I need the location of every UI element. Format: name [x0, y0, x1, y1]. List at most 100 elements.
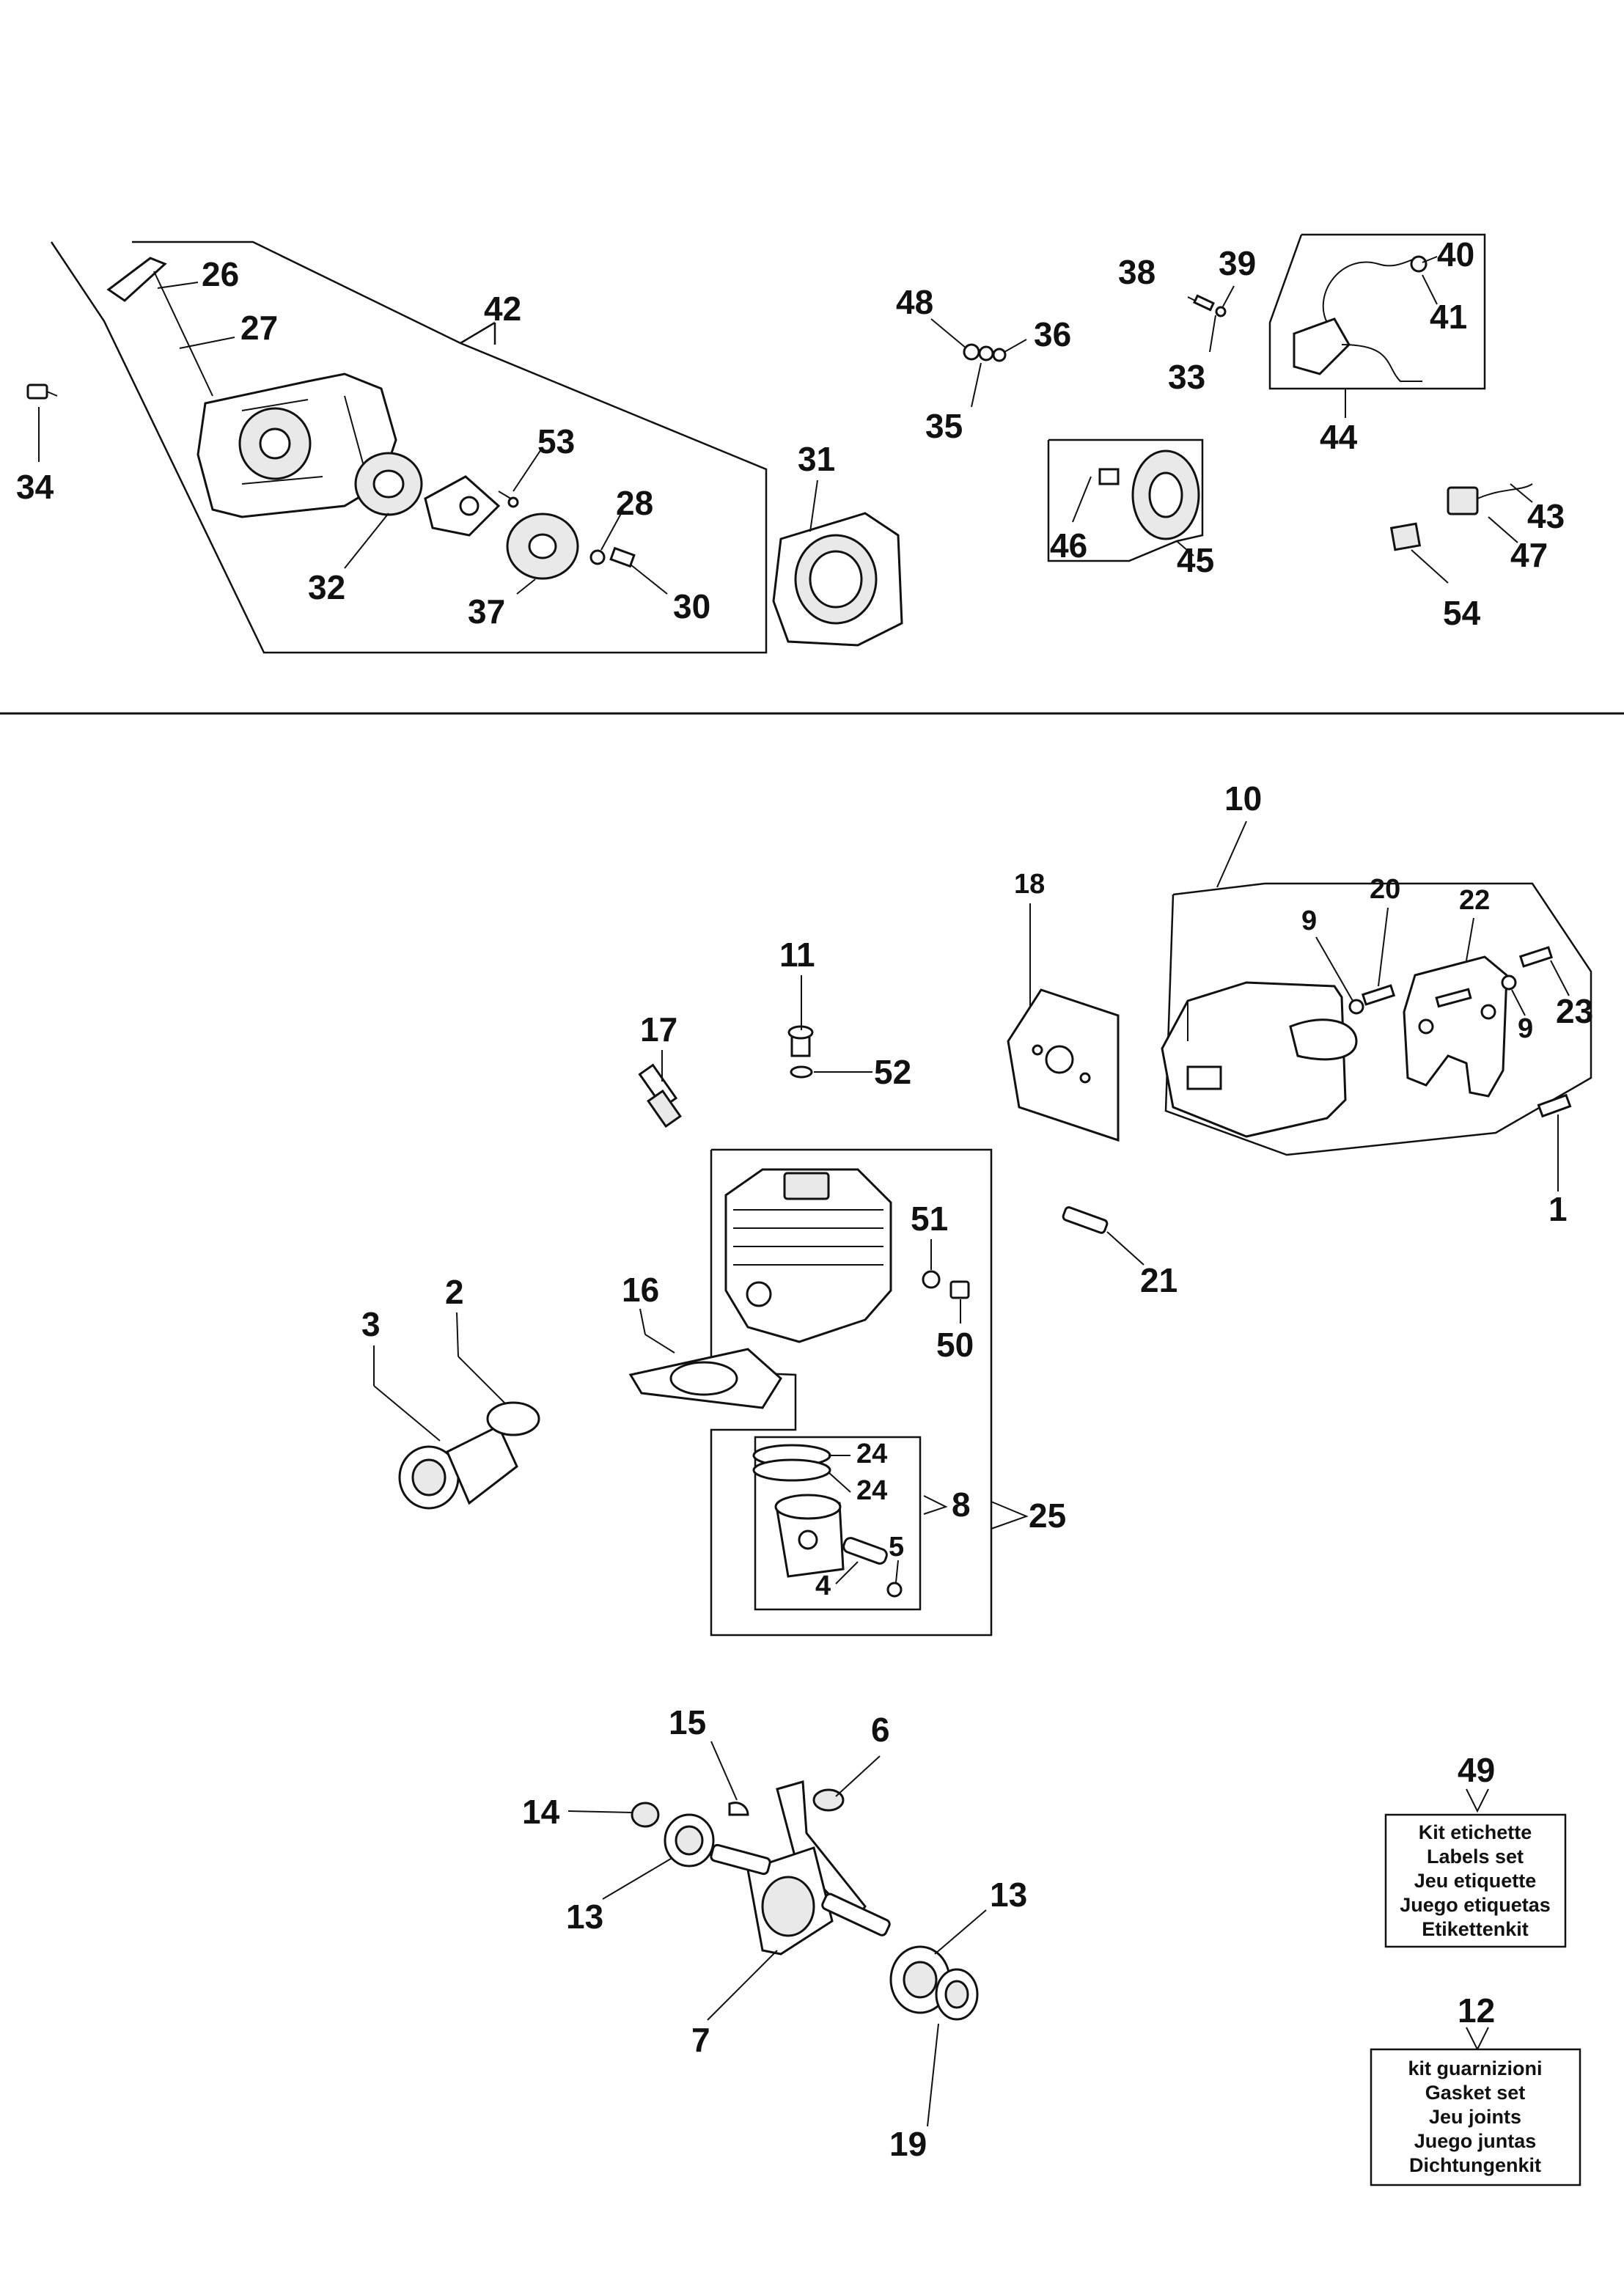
callout-12: 12	[1458, 1991, 1495, 2030]
oil-seal-14	[631, 1802, 660, 1828]
muffler-group-outline	[1164, 882, 1592, 1156]
washer-9-right	[1501, 974, 1517, 991]
leader-31	[809, 480, 818, 532]
leader-41	[1422, 274, 1438, 305]
leader-53	[512, 447, 543, 492]
callout-48: 48	[896, 283, 933, 321]
callout-34: 34	[16, 468, 54, 506]
leader-15	[710, 1741, 738, 1801]
cylinder-gasket	[628, 1348, 782, 1409]
muffler-plate	[1403, 955, 1508, 1098]
leader-47	[1488, 516, 1518, 543]
callout-54: 54	[1443, 594, 1481, 632]
spark-plug	[638, 1063, 682, 1128]
recoil-spring	[354, 452, 501, 537]
intake-manifold	[398, 1424, 518, 1510]
gasket-set-line-2: Gasket set	[1425, 2082, 1526, 2104]
callout-6: 6	[871, 1711, 890, 1749]
leader-21	[1106, 1231, 1144, 1266]
leader-3b	[373, 1385, 441, 1442]
leader-9-right	[1511, 989, 1526, 1016]
callout-15: 15	[669, 1703, 706, 1741]
callout-49: 49	[1458, 1751, 1495, 1789]
leader-26	[157, 282, 199, 289]
leader-46	[1072, 476, 1092, 523]
ignition-group-outline	[1268, 233, 1486, 390]
callout-24a: 24	[856, 1439, 887, 1469]
screw-30	[609, 546, 636, 568]
callout-33: 33	[1168, 358, 1205, 396]
leader-5	[895, 1560, 899, 1583]
labels-set-line-3: Jeu etiquette	[1414, 1870, 1537, 1892]
leader-23	[1550, 960, 1570, 996]
callout-36: 36	[1034, 315, 1071, 353]
screw-53	[498, 491, 519, 508]
screw-23	[1518, 946, 1554, 968]
leader-14	[567, 1810, 633, 1813]
hose-clamp	[486, 1401, 540, 1436]
callout-4: 4	[815, 1571, 831, 1601]
piston-group-outline	[754, 1436, 922, 1611]
leader-16b	[644, 1334, 675, 1354]
leader-37	[516, 579, 536, 595]
callout-18: 18	[1014, 869, 1045, 900]
callout-10: 10	[1224, 779, 1262, 818]
labels-set-line-2: Labels set	[1427, 1846, 1524, 1868]
callout-labels: 26 27 42 34 53 28 32 37 30 31 48 36 35 3…	[16, 235, 1593, 2163]
callout-24b: 24	[856, 1475, 887, 1506]
leader-4	[835, 1561, 859, 1585]
callout-19: 19	[889, 2125, 927, 2163]
needle-bearing	[812, 1788, 845, 1812]
leader-19	[927, 2023, 939, 2127]
leader-20	[1378, 907, 1389, 987]
ignition-coil	[1293, 255, 1428, 382]
piston-pin	[842, 1537, 888, 1565]
callout-44: 44	[1320, 418, 1358, 456]
leader-32	[344, 513, 389, 569]
leader-48	[930, 318, 967, 349]
leader-16	[639, 1308, 646, 1335]
leader-9-left	[1315, 936, 1353, 1002]
callout-46: 46	[1050, 526, 1087, 565]
oil-seal-19	[935, 1968, 979, 2021]
callout-31: 31	[798, 440, 835, 478]
washer-52	[790, 1065, 813, 1079]
leader-42-left	[460, 321, 496, 345]
leader-43	[1510, 483, 1533, 503]
gasket-set-line-4: Juego juntas	[1414, 2130, 1537, 2152]
callout-35: 35	[925, 407, 963, 445]
leader-12	[1466, 2027, 1489, 2052]
leader-22	[1466, 917, 1474, 961]
piston	[774, 1494, 845, 1578]
callout-16: 16	[622, 1271, 659, 1309]
callout-53: 53	[537, 422, 575, 460]
leader-40	[1422, 256, 1438, 263]
leader-39	[1222, 285, 1235, 307]
labels-set-line-1: Kit etichette	[1419, 1821, 1532, 1843]
screw-34	[26, 383, 58, 400]
callout-9b: 9	[1518, 1013, 1533, 1044]
crankshaft	[710, 1780, 891, 1956]
screw-20	[1361, 984, 1396, 1006]
leader-25	[991, 1501, 1029, 1530]
stop-switch	[1447, 483, 1533, 515]
callout-37: 37	[468, 592, 505, 631]
gasket-set-line-1: kit guarnizioni	[1408, 2057, 1542, 2079]
callout-27: 27	[240, 309, 278, 347]
leader-24b	[828, 1472, 851, 1493]
callout-21: 21	[1140, 1261, 1177, 1299]
starter-handle	[106, 257, 213, 397]
callout-2: 2	[445, 1273, 464, 1311]
callout-11: 11	[779, 936, 815, 974]
leader-6	[835, 1755, 881, 1797]
starter-group-outline	[50, 240, 768, 654]
washer-28	[589, 549, 606, 565]
callout-38: 38	[1118, 253, 1155, 291]
callout-28: 28	[616, 484, 653, 522]
key-15	[728, 1802, 749, 1816]
callout-45: 45	[1177, 541, 1214, 579]
callout-23: 23	[1556, 992, 1593, 1030]
stud-21	[1062, 1206, 1109, 1234]
leader-7	[707, 1950, 778, 2021]
